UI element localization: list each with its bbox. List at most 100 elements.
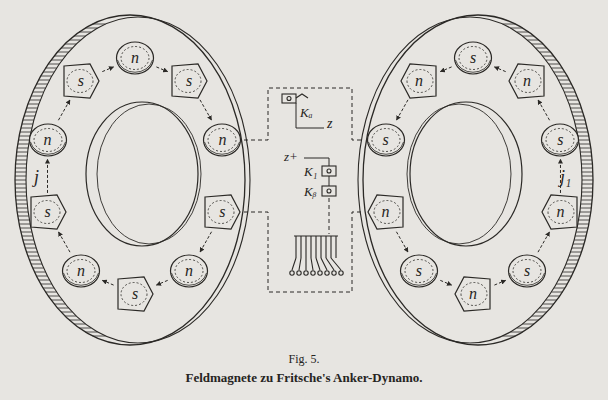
rim-hatching	[582, 188, 593, 189]
commutator-symbol	[339, 271, 343, 275]
pole-letter: s	[44, 204, 50, 220]
rim-hatching	[69, 40, 80, 41]
rim-hatching	[27, 252, 38, 253]
pole-outline	[172, 64, 207, 98]
winding-connector	[156, 67, 167, 72]
pole-outline	[400, 255, 437, 287]
pole-outline	[204, 124, 241, 156]
pole-letter: n	[382, 204, 390, 220]
figure-number: Fig. 5.	[0, 353, 608, 365]
magnet-pole: s	[115, 276, 155, 312]
dashed-wire	[244, 212, 363, 292]
pole-outline	[205, 195, 240, 229]
rim-hatching	[574, 120, 585, 121]
rim-hatching	[581, 204, 592, 205]
rim-hatching	[575, 124, 586, 125]
rim-hatching	[569, 256, 580, 257]
pole-outline	[31, 195, 66, 229]
winding-connector	[440, 67, 451, 72]
rim-hatching	[577, 132, 588, 133]
terminal-label: Kᵦ	[304, 185, 316, 198]
rim-hatching	[561, 84, 572, 85]
pole-outline	[455, 277, 490, 311]
pole-winding	[374, 201, 400, 224]
ring-hole-wall	[97, 104, 201, 244]
magnet-pole: s	[28, 194, 68, 230]
terminal-label: K₁	[304, 165, 317, 178]
rim-hatching	[580, 152, 591, 153]
wedge-pole	[455, 277, 490, 311]
magnet-pole: s	[169, 63, 209, 99]
rim-hatching	[36, 276, 47, 277]
switch-symbol	[287, 97, 291, 101]
winding-connector	[396, 232, 408, 252]
winding-connector	[156, 280, 167, 285]
magnet-pole: n	[169, 253, 209, 289]
rim-hatching	[574, 240, 585, 241]
magnet-pole: s	[453, 40, 493, 76]
round-pole	[62, 255, 99, 287]
rim-hatching	[522, 324, 534, 325]
rim-hatching	[579, 144, 590, 145]
ring-hole-wall	[407, 104, 511, 244]
rim-hatching	[572, 112, 583, 113]
commutator-symbol	[297, 271, 301, 275]
winding-connector	[58, 100, 70, 120]
wedge-pole	[172, 64, 207, 98]
wire	[296, 103, 324, 128]
rim-hatching	[546, 300, 557, 301]
rim-hatching	[581, 156, 592, 157]
rim-hatching	[36, 84, 47, 85]
rim-hatching	[551, 68, 562, 69]
rim-hatching	[539, 52, 550, 53]
rim-hatching	[20, 132, 31, 133]
commutator-symbol	[290, 271, 294, 275]
dashed-wire	[329, 198, 330, 234]
ring-hole	[86, 102, 198, 246]
rim-hatching	[17, 212, 28, 213]
rim-hatching	[581, 164, 592, 165]
rim-hatching	[65, 44, 76, 45]
rim-hatching	[532, 316, 543, 317]
winding-connector	[58, 232, 70, 252]
wedge-pole	[64, 64, 99, 98]
terminal-label: z+	[284, 150, 298, 163]
rim-hatching	[16, 204, 27, 205]
pole-outline	[509, 255, 546, 287]
pole-winding	[459, 47, 487, 70]
rim-hatching	[79, 328, 91, 329]
pole-letter: n	[44, 132, 52, 148]
switch-symbol	[282, 94, 296, 103]
rim-hatching	[536, 48, 547, 49]
rim-hatching	[15, 172, 26, 173]
switch-symbol	[322, 186, 336, 196]
round-pole	[171, 255, 208, 287]
field-magnet-ring: j₁snsnsnsnsn	[352, 12, 600, 350]
rim-hatching	[21, 232, 32, 233]
rim-hatching	[581, 200, 592, 201]
pole-outline	[367, 124, 404, 156]
switch-symbol	[327, 189, 331, 193]
pole-letter: s	[186, 73, 192, 89]
round-pole	[542, 124, 579, 156]
rim-hatching	[568, 100, 579, 101]
rim-hatching	[569, 104, 580, 105]
pole-winding	[67, 260, 95, 283]
wedge-pole	[205, 195, 240, 229]
rim-hatching	[41, 76, 52, 77]
rim-hatching	[578, 224, 589, 225]
pole-outline	[455, 42, 492, 74]
rim-hatching	[15, 176, 26, 177]
pole-winding	[208, 201, 234, 224]
rim-hatching	[562, 272, 573, 273]
pole-letter: s	[470, 50, 476, 66]
commutator-symbol	[304, 271, 308, 275]
magnet-pole: n	[366, 194, 406, 230]
rim-hatching	[579, 140, 590, 141]
rim-hatching	[551, 292, 562, 293]
magnet-pole: s	[399, 253, 439, 289]
wedge-pole	[542, 195, 577, 229]
rim-hatching	[564, 92, 575, 93]
dashed-wire	[244, 88, 363, 292]
